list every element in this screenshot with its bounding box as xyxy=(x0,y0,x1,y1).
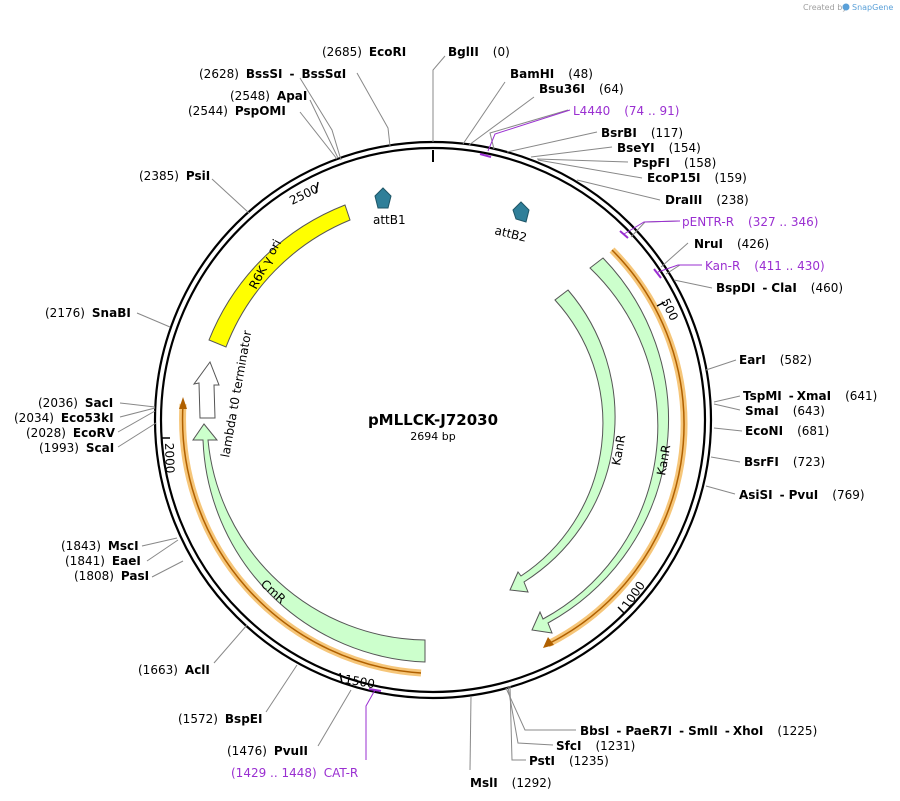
kanr-inner-arrow xyxy=(509,289,616,593)
tick-1000-mark xyxy=(617,606,625,614)
credit-prefix: Created by xyxy=(803,3,847,12)
bamhi-site: BamHI(48) xyxy=(510,67,593,81)
lambda-t0-label: lambda t0 terminator xyxy=(218,329,254,458)
plasmid-name: pMLLCK-J72030 xyxy=(368,411,498,429)
acli-site: (1663)AclI xyxy=(138,663,210,677)
smai-site: SmaI(643) xyxy=(745,404,825,418)
bsssi-site: (2628)BssSI-BssSαI xyxy=(199,67,346,81)
psii-site: (2385)PsiI xyxy=(139,169,210,183)
bseyi-site: BseYI(154) xyxy=(617,141,701,155)
msci-site: (1843)MscI xyxy=(61,539,139,553)
tick-1500-mark xyxy=(339,672,343,684)
draiii-site: DraIII(238) xyxy=(665,193,749,207)
cmr-primer-arrow xyxy=(179,397,187,409)
kanr-primer-site-line xyxy=(547,249,685,645)
leader-lines xyxy=(117,55,743,771)
bsu36i-site: Bsu36I(64) xyxy=(539,82,624,96)
econi-site: EcoNI(681) xyxy=(745,424,829,438)
pentr-r-primer: pENTR-R(327 .. 346) xyxy=(682,215,818,229)
ecori-site: (2685)EcoRI xyxy=(322,45,406,59)
pasi-site: (1808)PasI xyxy=(74,569,149,583)
primer-leader-lines xyxy=(365,109,702,760)
attb1-site-icon xyxy=(374,187,392,209)
snapgene-logo-icon xyxy=(842,3,850,11)
apai-site: (2548)ApaI xyxy=(230,89,307,103)
kanr-primer-arrow xyxy=(543,637,554,648)
tick-2500-label: 2500 xyxy=(287,182,321,208)
credit-brand: SnapGene xyxy=(852,3,893,12)
tick-2500-mark xyxy=(315,181,319,194)
pspfi-site: PspFI(158) xyxy=(633,156,716,170)
bspei-site: (1572)BspEI xyxy=(178,712,262,726)
bsrbi-site: BsrBI(117) xyxy=(601,126,683,140)
kanr-inner-label: KanR xyxy=(609,434,628,467)
attb1-label: attB1 xyxy=(373,213,406,227)
cmr-primer-site-line xyxy=(181,403,422,674)
psti-site: PstI(1235) xyxy=(529,754,609,768)
cat-r-primer: (1429 .. 1448)CAT-R xyxy=(231,766,358,780)
asisi-site: AsiSI-PvuI(769) xyxy=(739,488,865,502)
l4440-primer: L4440(74 .. 91) xyxy=(573,104,679,118)
eco53ki-site: (2034)Eco53kI xyxy=(14,411,114,425)
sfci-site: SfcI(1231) xyxy=(556,739,635,753)
pvuii-site: (1476)PvuII xyxy=(227,744,308,758)
attb2-site-icon xyxy=(512,201,530,223)
cmr-primer-site-highlight xyxy=(179,403,422,677)
nrui-site: NruI(426) xyxy=(694,237,769,251)
tick-1500-label: 1500 xyxy=(343,672,376,691)
eaei-site: (1841)EaeI xyxy=(65,554,141,568)
lambda-t0-terminator-arrow xyxy=(192,360,220,419)
ecop15i-site: EcoP15I(159) xyxy=(647,171,747,185)
kan-r-primer: Kan-R(411 .. 430) xyxy=(705,259,825,273)
tick-2000-label: 2000 xyxy=(162,443,177,474)
kan-r-primer-mark xyxy=(653,268,662,279)
l4440-primer-mark xyxy=(479,153,492,158)
kanr-outer-arrow xyxy=(531,257,669,634)
bsrfi-site: BsrFI(723) xyxy=(744,455,825,469)
tick-500-mark xyxy=(656,301,666,307)
pentr-r-primer-mark xyxy=(619,230,629,239)
plasmid-size: 2694 bp xyxy=(410,430,455,443)
ecorv-site: (2028)EcoRV xyxy=(26,426,116,440)
attb2-label: attB2 xyxy=(493,223,528,244)
scai-site: (1993)ScaI xyxy=(39,441,114,455)
cmr-arrow xyxy=(192,423,426,663)
r6k-ori-box xyxy=(208,204,351,348)
backbone-inner-ring xyxy=(159,146,707,694)
eari-site: EarI(582) xyxy=(739,353,812,367)
saci-site: (2036)SacI xyxy=(38,396,113,410)
bbsi-site: BbsI-PaeR7I-SmlI-XhoI(1225) xyxy=(580,724,817,738)
kanr-outer-label: KanR xyxy=(654,444,673,477)
bspdi-site: BspDI-ClaI(460) xyxy=(716,281,843,295)
tspmi-site: TspMI-XmaI(641) xyxy=(743,389,877,403)
psppomi-site: (2544)PspOMI xyxy=(188,104,286,118)
snabi-site: (2176)SnaBI xyxy=(45,306,131,320)
msli-site: MslI(1292) xyxy=(470,776,552,790)
bglii-site: BglII(0) xyxy=(448,45,510,59)
